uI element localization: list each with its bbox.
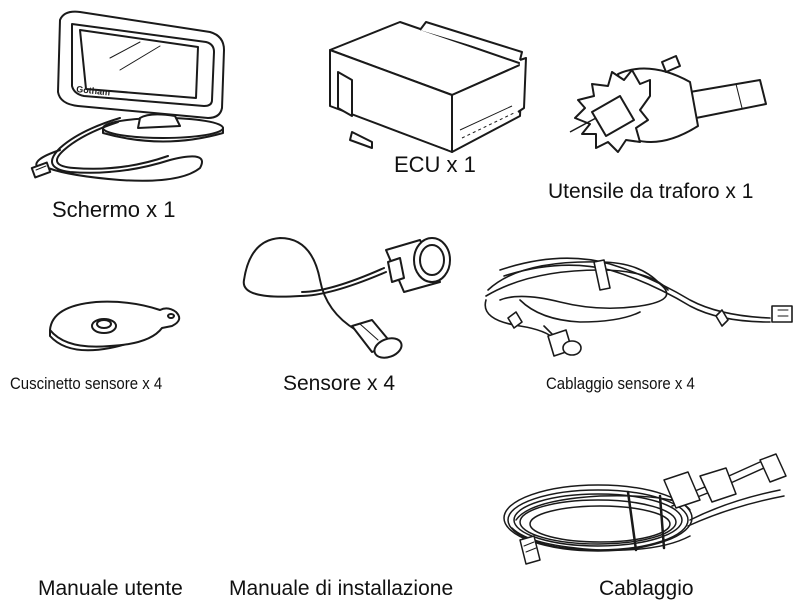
- label-sensore: Sensore x 4: [283, 372, 396, 395]
- display-monitor-icon: Gotham: [0, 0, 260, 200]
- label-cablaggio-sensore: Cablaggio sensore x 4: [546, 374, 695, 393]
- label-manuale-installazione: Manuale di installazione: [229, 577, 454, 600]
- label-manuale-utente: Manuale utente: [38, 577, 183, 600]
- label-ecu: ECU x 1: [394, 152, 476, 177]
- sensor-harness-icon: [0, 0, 808, 380]
- sensor-pad-icon: [0, 0, 220, 360]
- label-cablaggio: Cablaggio: [599, 577, 694, 600]
- brand-logo: Gotham: [76, 84, 111, 98]
- parking-sensor-icon: [0, 0, 808, 380]
- label-schermo: Schermo x 1: [52, 197, 176, 222]
- hole-saw-icon: [0, 0, 808, 200]
- label-utensile: Utensile da traforo x 1: [548, 180, 754, 203]
- label-cuscinetto: Cuscinetto sensore x 4: [10, 374, 163, 393]
- ecu-box-icon: [0, 0, 808, 200]
